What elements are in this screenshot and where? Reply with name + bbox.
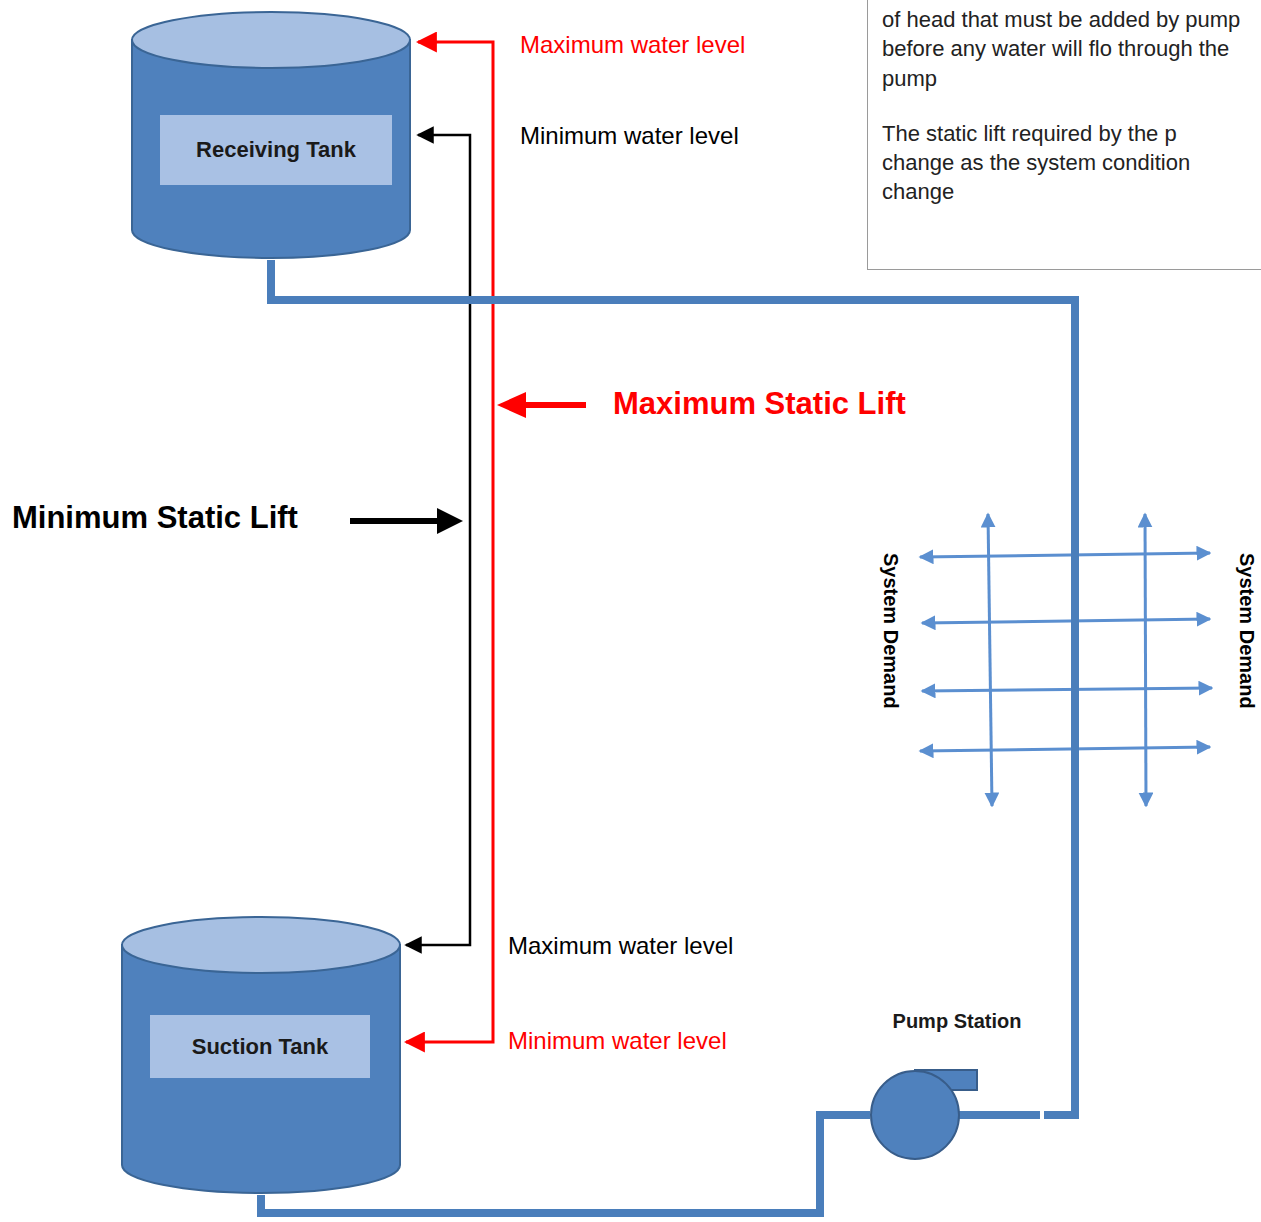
pump-symbol (870, 1010, 1040, 1165)
note-box: of head that must be added by pump befor… (867, 0, 1261, 270)
pump-station: Pump Station (870, 1010, 1044, 1165)
suction-tank: Suction Tank (120, 915, 402, 1195)
note-text: of head that must be added by pump befor… (882, 5, 1244, 93)
level-label: Maximum water level (508, 932, 733, 960)
tank-label: Receiving Tank (160, 115, 392, 185)
demand-grid (920, 514, 1212, 806)
max-lift-pointer (497, 392, 586, 418)
tank-label: Suction Tank (150, 1015, 370, 1078)
min-lift-pointer (350, 508, 463, 534)
level-label: Minimum water level (508, 1027, 727, 1055)
lift-label: Maximum Static Lift (613, 386, 906, 422)
min-lift-line (406, 135, 470, 945)
receiving-tank: Receiving Tank (130, 10, 412, 260)
level-label: Maximum water level (520, 31, 745, 59)
pump-label: Pump Station (870, 1010, 1044, 1033)
demand-label: System Demand (1235, 553, 1258, 709)
max-lift-line (406, 42, 493, 1042)
level-label: Minimum water level (520, 122, 739, 150)
lift-label: Minimum Static Lift (12, 500, 298, 536)
demand-label: System Demand (879, 553, 902, 709)
note-text: The static lift required by the p change… (882, 119, 1244, 207)
